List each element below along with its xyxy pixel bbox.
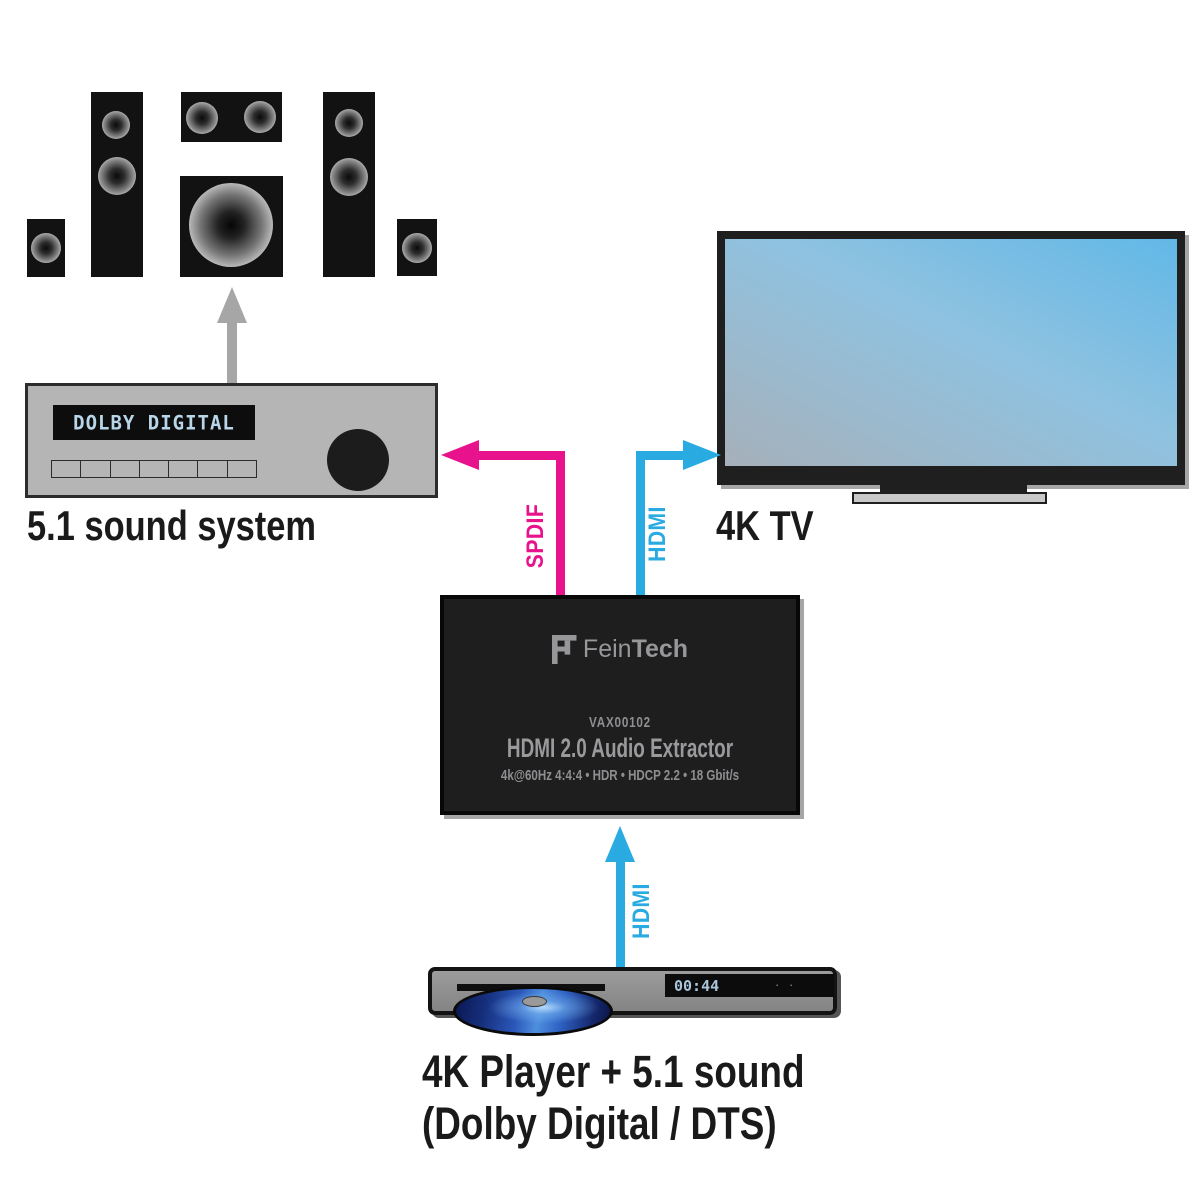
receiver-button <box>226 460 258 478</box>
speaker-driver <box>244 101 276 133</box>
hdmi-audio-extractor: FeinTech VAX00102 HDMI 2.0 Audio Extract… <box>440 595 800 815</box>
blu-ray-disc <box>453 986 613 1036</box>
speaker-tower-left <box>91 92 143 277</box>
player-display-time: 00:44 <box>674 976 720 995</box>
receiver-button <box>80 460 112 478</box>
tv-screen <box>725 239 1177 466</box>
arrow-right-head <box>683 440 721 470</box>
disc-hub <box>522 996 547 1007</box>
feintech-logo: FeinTech <box>444 635 796 664</box>
sound-system-label: 5.1 sound system <box>27 502 317 549</box>
tv <box>717 231 1185 485</box>
feintech-logo-icon <box>551 635 577 664</box>
speaker-driver <box>186 102 218 134</box>
arrow-up-head <box>605 826 635 862</box>
arrow-line <box>227 320 237 385</box>
arrow-left-head <box>441 440 479 470</box>
speaker-tower-right <box>323 92 375 277</box>
av-receiver: DOLBY DIGITAL <box>25 383 438 498</box>
extractor-specs: 4k@60Hz 4:4:4 • HDR • HDCP 2.2 • 18 Gbit… <box>500 767 740 784</box>
tv-stand-neck <box>880 485 1027 493</box>
arrow-line <box>478 451 565 460</box>
receiver-buttons <box>51 460 258 478</box>
speaker-center <box>181 92 282 142</box>
speaker-driver <box>335 109 363 137</box>
arrow-line <box>556 451 565 597</box>
subwoofer-driver <box>189 183 273 267</box>
extractor-title: HDMI 2.0 Audio Extractor <box>506 733 734 763</box>
player-display: 00:44 · · <box>665 974 834 997</box>
receiver-button <box>109 460 141 478</box>
receiver-button <box>168 460 199 478</box>
hdmi-tv-label: HDMI <box>644 506 671 562</box>
extractor-model: VAX00102 <box>589 714 651 731</box>
player-label-line1: 4K Player + 5.1 sound <box>422 1046 805 1097</box>
player-label: 4K Player + 5.1 sound (Dolby Digital / D… <box>422 1046 805 1150</box>
speaker-driver <box>402 233 432 263</box>
receiver-button <box>138 460 170 478</box>
subwoofer <box>180 176 283 277</box>
receiver-button <box>197 460 229 478</box>
arrow-line <box>616 860 625 967</box>
speaker-driver <box>98 157 136 195</box>
player-display-dots: · · <box>775 977 797 992</box>
speaker-driver <box>31 233 61 263</box>
speaker-driver <box>102 111 130 139</box>
player-label-line2: (Dolby Digital / DTS) <box>422 1098 777 1149</box>
tv-label: 4K TV <box>716 502 814 549</box>
arrow-line <box>636 451 645 597</box>
receiver-volume-knob <box>327 429 389 491</box>
speaker-small-left <box>27 219 65 277</box>
speaker-small-right <box>397 219 437 276</box>
tv-stand-base <box>852 492 1047 504</box>
spdif-label: SPDIF <box>522 503 549 569</box>
feintech-logo-text: FeinTech <box>582 635 689 663</box>
receiver-button <box>51 460 82 478</box>
receiver-display: DOLBY DIGITAL <box>53 405 255 440</box>
hdmi-player-label: HDMI <box>628 883 655 939</box>
receiver-display-text: DOLBY DIGITAL <box>73 410 235 435</box>
arrow-line <box>640 451 684 460</box>
arrow-up-head <box>217 287 247 323</box>
speaker-driver <box>330 158 368 196</box>
